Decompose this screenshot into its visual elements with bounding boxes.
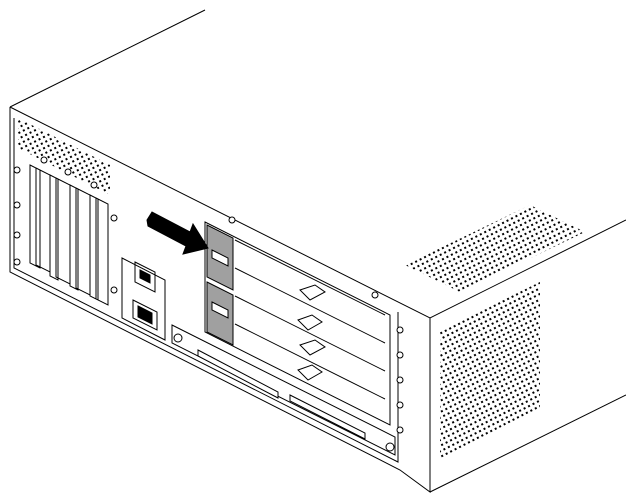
side-vent-grille — [440, 282, 540, 460]
panel-screws — [13, 156, 404, 434]
rear-vent-grille — [18, 118, 110, 195]
scsi-connector-2 — [289, 394, 366, 440]
arrow-right-icon — [146, 211, 209, 255]
highlighted-slot-brackets — [206, 224, 234, 346]
left-slot-covers — [29, 164, 109, 306]
top-vent-grille — [405, 205, 585, 292]
side-bottom-edge — [429, 394, 626, 493]
power-socket — [132, 299, 158, 331]
power-inlet-module — [121, 257, 166, 341]
power-switch — [134, 261, 156, 293]
scsi-connector-1 — [197, 349, 279, 399]
rear-panel — [9, 107, 431, 493]
rear-panel-bevel — [13, 118, 399, 463]
io-strip — [171, 324, 396, 456]
card-cage — [204, 221, 391, 426]
